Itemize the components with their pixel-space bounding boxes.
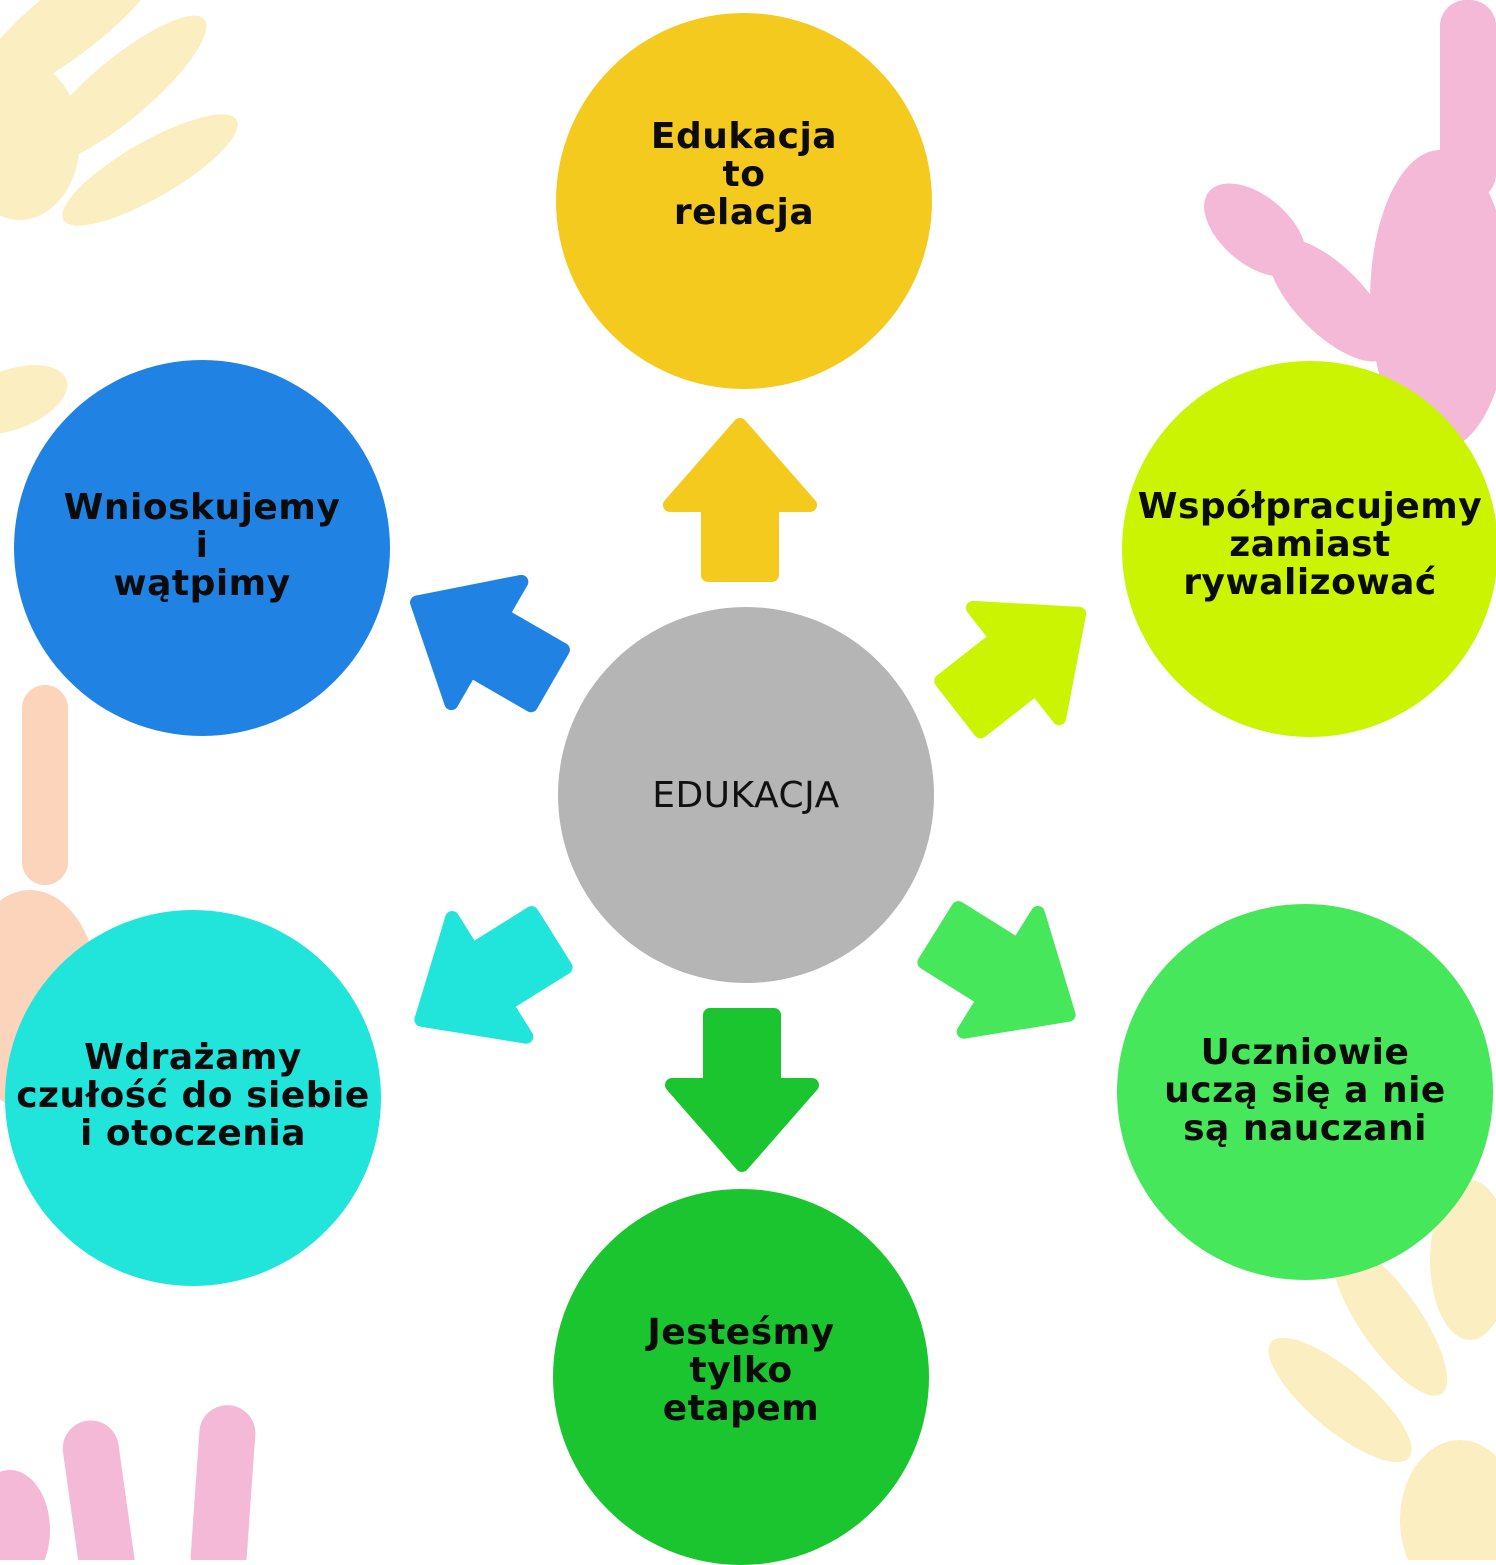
handprint-yellow-top-left [0,0,238,435]
node-top-right: Współpracujemy zamiast rywalizować [1122,361,1496,737]
node-top-left-label: Wnioskujemy i wątpimy [63,487,341,604]
node-top-left: Wnioskujemy i wątpimy [14,360,390,736]
arrow-to-top-left-node [410,574,570,713]
arrow-to-top-right-node [934,600,1087,739]
handprint-yellow-bottom-right [1268,1180,1496,1560]
arrow-to-bottom-left-node [414,906,573,1044]
arrow-to-bottom-node [665,1008,819,1172]
node-bottom-label: Jesteśmy tylko etapem [647,1312,835,1429]
node-top-right-label: Współpracujemy zamiast rywalizować [1137,486,1483,603]
node-bottom-left-label: Wdrażamy czułość do siebie i otoczenia [16,1037,370,1154]
node-bottom: Jesteśmy tylko etapem [553,1189,929,1565]
node-top: Edukacja to relacja [556,13,932,389]
arrow-to-top-node [663,418,817,582]
node-bottom-left: Wdrażamy czułość do siebie i otoczenia [5,910,381,1286]
center-node-label: EDUKACJA [652,774,840,816]
node-top-label: Edukacja to relacja [650,116,838,233]
node-bottom-right-label: Uczniowie uczą się a nie są nauczani [1164,1032,1446,1149]
handprint-pink-bottom-left [0,1405,256,1560]
arrow-to-bottom-right-node [917,901,1076,1039]
center-node: EDUKACJA [558,607,934,983]
handprint-pink-top-right [1204,0,1496,450]
node-bottom-right: Uczniowie uczą się a nie są nauczani [1117,904,1493,1280]
